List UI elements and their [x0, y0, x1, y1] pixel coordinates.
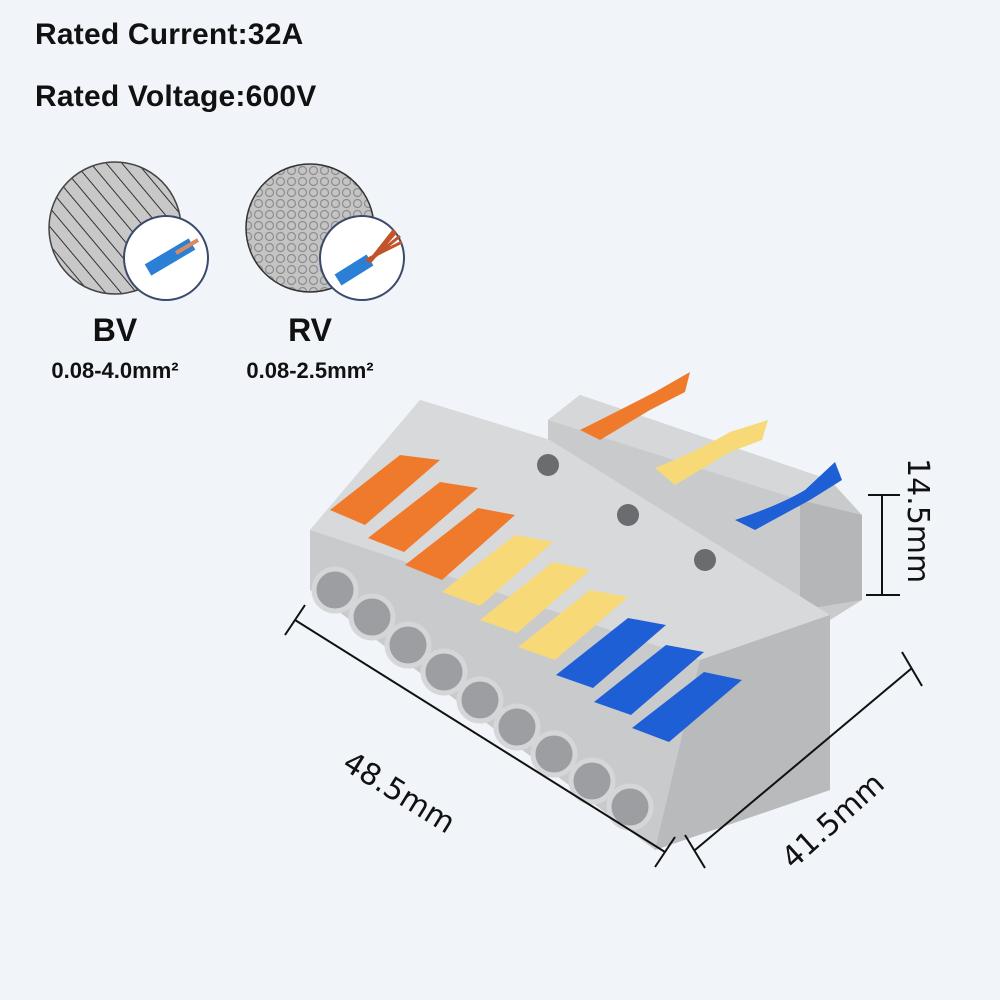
bv-solid-wire-icon [48, 161, 209, 301]
rv-label: RV [255, 312, 365, 349]
dimension-line-height [866, 494, 900, 596]
height-dimension-label: 14.5mm [900, 458, 935, 584]
rv-name: RV [288, 312, 332, 348]
rv-stranded-wire-icon [245, 163, 405, 301]
bv-range: 0.08-4.0mm² [51, 358, 179, 383]
bv-range-label: 0.08-4.0mm² [20, 358, 210, 384]
dimension-line-length [284, 604, 676, 868]
rated-voltage-text: Rated Voltage:600V [35, 80, 317, 113]
rated-current-text: Rated Current:32A [35, 18, 304, 51]
rv-range-label: 0.08-2.5mm² [215, 358, 405, 384]
rv-range: 0.08-2.5mm² [246, 358, 374, 383]
output-levers [330, 455, 742, 742]
bv-name: BV [92, 312, 138, 348]
dimension-line-width [684, 651, 923, 869]
connector-input-module [548, 372, 862, 620]
bv-label: BV [60, 312, 170, 349]
wire-entry-holes [311, 566, 654, 831]
